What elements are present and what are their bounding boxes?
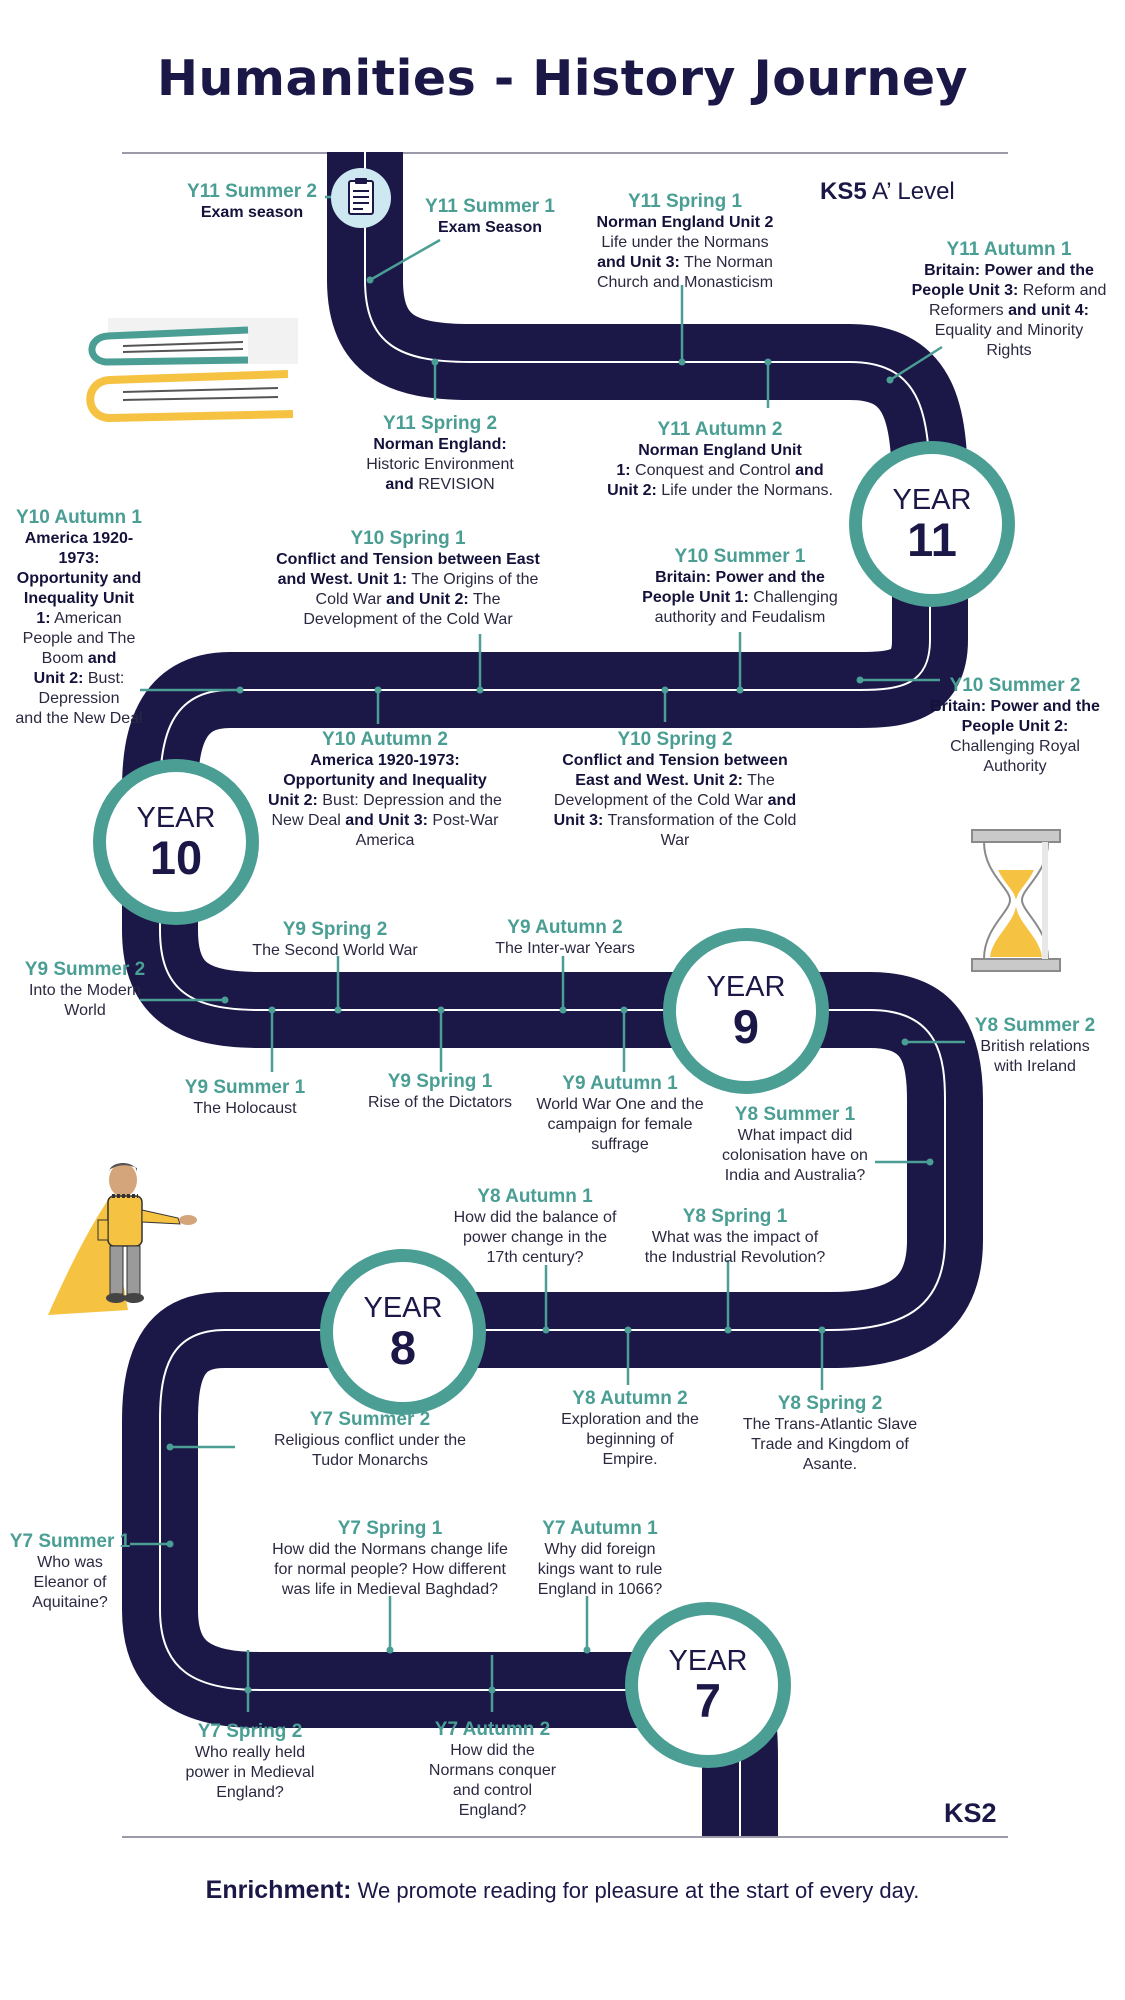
year-word: YEAR [136,802,216,834]
year-word: YEAR [892,484,972,516]
exam-clipboard-icon [331,168,391,228]
connector-dots [166,193,934,1694]
ks5-label: KS5 A’ Level [820,178,955,205]
year-7-marker: YEAR 7 [625,1602,791,1768]
year-number: 8 [389,1321,417,1374]
connector-lines [130,195,965,1712]
year-8-marker: YEAR 8 [320,1249,486,1415]
knight-character-icon [48,1163,197,1315]
year-word: YEAR [706,971,786,1003]
top-divider [122,152,1008,154]
year-word: YEAR [668,1645,748,1677]
year-word: YEAR [363,1292,443,1324]
page-title: Humanities - History Journey [157,50,968,107]
year-11-marker: YEAR 11 [849,441,1015,607]
ks2-label: KS2 [944,1798,997,1828]
road-centre-line [159,152,946,1836]
year-number: 7 [694,1674,722,1727]
enrichment-note: Enrichment: We promote reading for pleas… [205,1876,920,1904]
year-number: 9 [732,1000,760,1053]
year-number: 11 [907,513,957,566]
books-icon [86,318,298,423]
bottom-divider [122,1836,1008,1838]
year-10-marker: YEAR 10 [93,759,259,925]
year-9-marker: YEAR 9 [663,928,829,1094]
hourglass-icon [971,829,1061,972]
year-number: 10 [149,831,203,884]
